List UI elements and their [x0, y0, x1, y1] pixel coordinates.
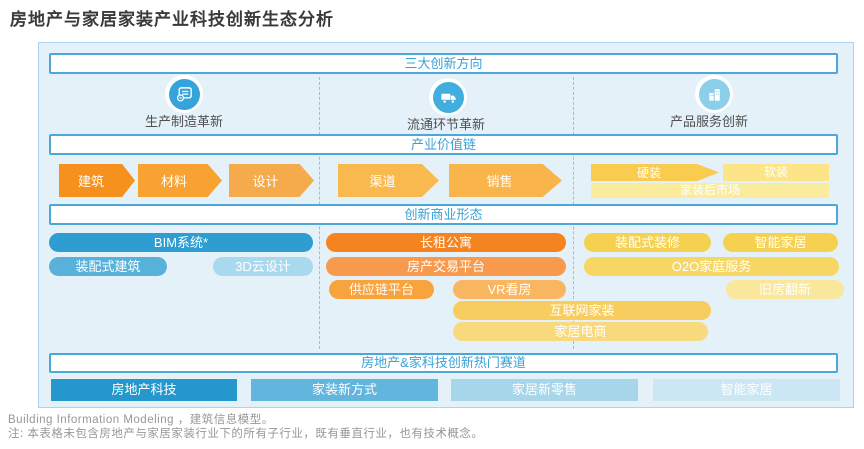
pill-home-ecommerce: 家居电商	[453, 322, 708, 341]
pill-long-term-rental: 长租公寓	[326, 233, 566, 252]
direction-icon-wrap-2	[429, 78, 467, 116]
section-header-business-models: 创新商业形态	[49, 204, 838, 225]
direction-label-2: 流通环节革新	[406, 117, 485, 132]
pill-smart-home: 智能家居	[723, 233, 838, 252]
section-header-value-chain: 产业价值链	[49, 134, 838, 155]
value-chain-arrow-sales: 销售	[449, 164, 562, 197]
section-header-value-chain-label: 产业价值链	[410, 137, 476, 152]
pill-o2o-home-service: O2O家庭服务	[584, 257, 839, 276]
track-proptech: 房地产科技	[51, 379, 237, 401]
page-title: 房地产与家居家装产业科技创新生态分析	[10, 10, 334, 29]
direction-icon-wrap-3	[695, 75, 733, 113]
pill-internet-home-decoration: 互联网家装	[453, 301, 711, 320]
pill-bim-system: BIM系统*	[49, 233, 313, 252]
section-header-directions-label: 三大创新方向	[404, 56, 483, 71]
section-header-hot-tracks: 房地产&家科技创新热门赛道	[49, 353, 838, 373]
direction-icon-wrap-1	[165, 75, 203, 113]
section-header-directions: 三大创新方向	[49, 53, 838, 74]
diagram-panel: 三大创新方向 生产制造革新	[38, 42, 854, 408]
delivery-truck-icon	[432, 81, 464, 113]
document-gear-icon	[168, 78, 200, 110]
value-chain-arrow-construction: 建筑	[59, 164, 135, 197]
track-new-home-decoration: 家装新方式	[251, 379, 438, 401]
direction-label-1: 生产制造革新	[144, 114, 223, 129]
value-chain-arrow-design: 设计	[229, 164, 314, 197]
pill-prefab-decoration: 装配式装修	[584, 233, 711, 252]
buildings-icon	[698, 78, 730, 110]
footnote-disclaimer: 注: 本表格未包含房地产与家居家装行业下的所有子行业，既有垂直行业，也有技术概念…	[8, 428, 484, 440]
value-chain-bar-soft-decoration: 软装	[723, 164, 829, 181]
pill-old-house-renovation: 旧房翻新	[726, 280, 844, 299]
pill-3d-cloud-design: 3D云设计	[213, 257, 313, 276]
pill-supply-chain-platform: 供应链平台	[329, 280, 434, 299]
track-smart-home: 智能家居	[653, 379, 840, 401]
value-chain-bar-aftermarket: 家装后市场	[591, 183, 829, 198]
pill-vr-viewing: VR看房	[453, 280, 566, 299]
direction-label-3: 产品服务创新	[669, 114, 748, 129]
footnote-bim-definition: Building Information Modeling ，建筑信息模型。	[8, 414, 274, 426]
track-home-new-retail: 家居新零售	[451, 379, 638, 401]
pill-prefab-construction: 装配式建筑	[49, 257, 167, 276]
pill-property-trading-platform: 房产交易平台	[326, 257, 566, 276]
value-chain-arrow-materials: 材料	[138, 164, 222, 197]
section-header-hot-tracks-label: 房地产&家科技创新热门赛道	[361, 355, 526, 370]
value-chain-arrow-hard-decoration: 硬装	[591, 164, 719, 181]
section-header-business-models-label: 创新商业形态	[404, 207, 483, 222]
value-chain-arrow-channel: 渠道	[338, 164, 439, 197]
